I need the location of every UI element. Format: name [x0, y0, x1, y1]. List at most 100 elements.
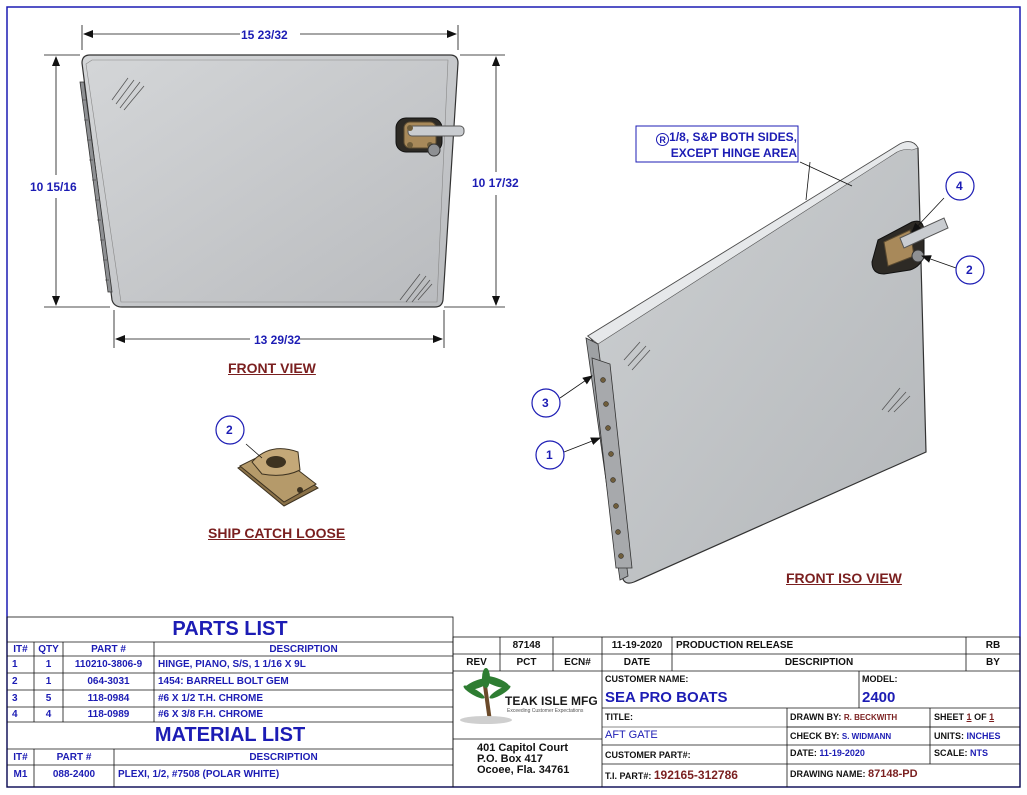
iso-note-line1: 1/8, S&P BOTH SIDES, — [669, 130, 797, 144]
drawn-by-field: DRAWN BY: R. BECKWITH — [790, 712, 897, 722]
revision-header-date: DATE — [623, 657, 651, 668]
parts-cell-description: HINGE, PIANO, S/S, 1 1/16 X 9L — [158, 659, 306, 670]
palm-tree-logo — [460, 668, 512, 724]
drawing-name-label: DRAWING NAME: — [790, 769, 866, 779]
material-header-description: DESCRIPTION — [249, 752, 318, 763]
date-label: DATE: — [790, 748, 817, 758]
parts-header-qty: QTY — [38, 644, 59, 655]
parts-cell-part: 110210-3806-9 — [74, 659, 143, 670]
parts-cell-part: 118-0984 — [87, 693, 130, 704]
material-header-part: PART # — [56, 752, 92, 763]
ship-catch-balloon-label: 2 — [226, 423, 233, 437]
parts-cell-part: 118-0989 — [87, 709, 130, 720]
sheet-label: SHEET — [934, 712, 965, 722]
material-cell-description: PLEXI, 1/2, #7508 (POLAR WHITE) — [118, 769, 280, 780]
company-logo-text: TEAK ISLE MFG — [505, 694, 598, 708]
check-by-label: CHECK BY: — [790, 731, 840, 741]
model-value: 2400 — [862, 689, 896, 706]
parts-header-description: DESCRIPTION — [269, 644, 338, 655]
front-dim-height-left: 10 15/16 — [30, 180, 77, 194]
drawing-name-value: 87148-PD — [868, 768, 918, 780]
front-view-dimensions — [44, 25, 505, 348]
iso-balloon-3 — [531, 388, 561, 418]
revision-header-ecn: ECN# — [564, 657, 591, 668]
material-cell-item: M1 — [13, 769, 28, 780]
parts-cell-item: 1 — [12, 659, 18, 670]
ti-part-value: 192165-312786 — [653, 768, 738, 782]
parts-cell-description: #6 X 1/2 T.H. CHROME — [158, 693, 264, 704]
ti-part-field: T.I. PART#: 192165-312786 — [605, 768, 738, 782]
iso-balloon-label-1: 1 — [546, 448, 553, 462]
front-dim-width-bottom: 13 29/32 — [254, 333, 301, 347]
customer-name-value: SEA PRO BOATS — [605, 689, 728, 706]
ship-catch-part — [237, 443, 319, 507]
parts-cell-part: 064-3031 — [87, 676, 130, 687]
front-dim-height-right: 10 17/32 — [472, 176, 519, 190]
units-value: INCHES — [966, 731, 1001, 741]
title-label: TITLE: — [605, 712, 633, 722]
ti-part-label: T.I. PART#: — [605, 771, 652, 781]
revision-by: RB — [985, 640, 1001, 651]
ship-catch-title: SHIP CATCH LOOSE — [208, 525, 346, 541]
parts-cell-item: 2 — [12, 676, 18, 687]
parts-cell-qty: 5 — [45, 693, 52, 704]
front-view-panel — [79, 54, 465, 308]
units-field: UNITS: INCHES — [934, 731, 1001, 741]
iso-view-panel — [585, 141, 949, 584]
scale-label: SCALE: — [934, 748, 968, 758]
sheet-field: SHEET 1 OF 1 — [934, 712, 994, 722]
material-cell-part: 088-2400 — [52, 769, 96, 780]
scale-value: NTS — [970, 748, 989, 758]
iso-balloon-label-2: 2 — [966, 263, 973, 277]
parts-list-title: PARTS LIST — [172, 618, 288, 640]
revision-description: PRODUCTION RELEASE — [676, 640, 794, 651]
iso-balloon-1 — [535, 440, 565, 470]
drawing-name-field: DRAWING NAME: 87148-PD — [790, 768, 918, 780]
parts-cell-qty: 1 — [45, 659, 52, 670]
parts-cell-qty: 4 — [45, 709, 52, 720]
company-address-line2: P.O. Box 417 — [477, 753, 543, 765]
revision-header-rev: REV — [466, 657, 487, 668]
title-value: AFT GATE — [605, 729, 658, 741]
revision-header-by: BY — [986, 657, 1000, 668]
parts-cell-item: 3 — [12, 693, 18, 704]
scale-field: SCALE: NTS — [934, 748, 988, 758]
sheet-of: OF — [974, 712, 987, 722]
date-value: 11-19-2020 — [819, 748, 865, 758]
company-address-line3: Ocoee, Fla. 34761 — [477, 764, 570, 776]
sheet-total: 1 — [989, 712, 995, 722]
iso-note-line2: EXCEPT HINGE AREA — [670, 146, 797, 160]
parts-cell-qty: 1 — [45, 676, 52, 687]
date-field: DATE: 11-19-2020 — [790, 748, 865, 758]
revision-header-pct: PCT — [516, 657, 537, 668]
front-dim-width-top: 15 23/32 — [241, 28, 288, 42]
iso-balloon-label-3: 3 — [542, 396, 549, 410]
revision-date: 11-19-2020 — [611, 640, 663, 651]
company-address: 401 Capitol Court P.O. Box 417 Ocoee, Fl… — [477, 743, 569, 776]
material-list-title: MATERIAL LIST — [154, 724, 306, 746]
check-by-value: S. WIDMANN — [841, 732, 892, 741]
title-block-grid — [452, 636, 1021, 788]
parts-cell-description: 1454: BARRELL BOLT GEM — [158, 676, 289, 687]
company-tagline: Exceeding Customer Expectations — [507, 708, 584, 714]
revision-pct: 87148 — [512, 640, 541, 651]
drawn-by-value: R. BECKWITH — [843, 713, 898, 722]
drawn-by-label: DRAWN BY: — [790, 712, 842, 722]
registered-symbol-icon: R — [656, 133, 670, 146]
parts-cell-description: #6 X 3/8 F.H. CHROME — [158, 709, 264, 720]
parts-header-item: IT# — [13, 644, 28, 655]
parts-cell-item: 4 — [12, 709, 18, 720]
model-label: MODEL: — [862, 674, 898, 684]
iso-balloon-label-4: 4 — [956, 179, 963, 193]
revision-header-description: DESCRIPTION — [784, 657, 854, 668]
iso-balloon-2 — [955, 255, 985, 285]
parts-list-grid — [6, 616, 454, 788]
parts-header-part: PART # — [91, 644, 126, 655]
units-label: UNITS: — [934, 731, 964, 741]
check-by-field: CHECK BY: S. WIDMANN — [790, 731, 891, 741]
material-header-item: IT# — [13, 752, 28, 763]
sheet-number: 1 — [966, 712, 972, 722]
